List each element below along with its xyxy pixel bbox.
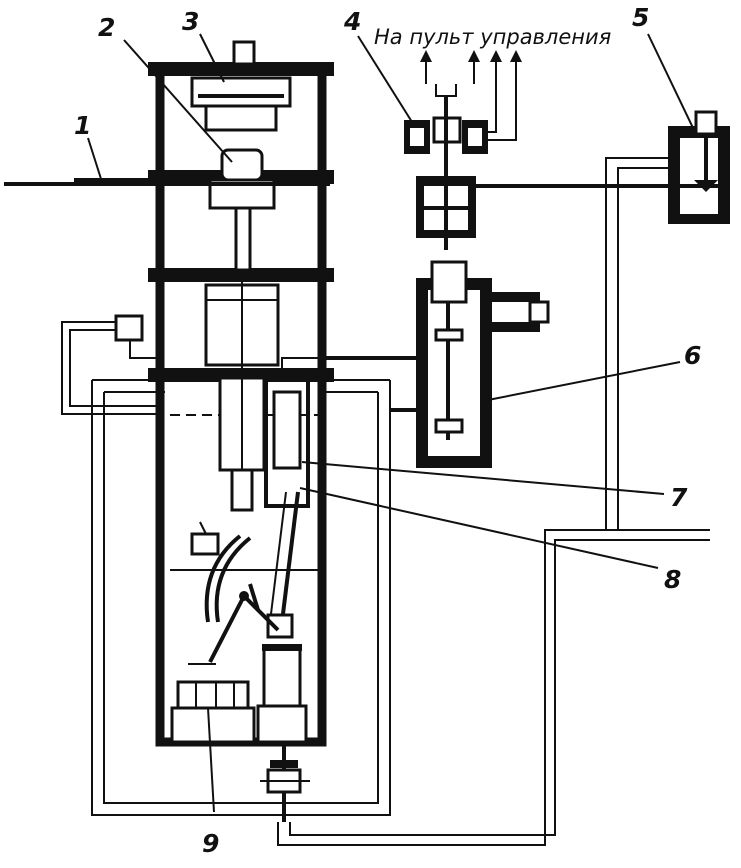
actuator-assembly: [281, 260, 550, 468]
left-sensor: [61, 314, 160, 415]
top-flange: [148, 62, 334, 76]
solenoid-valve: [404, 50, 522, 172]
leader-lines: [87, 33, 695, 813]
middle-cylinder: [204, 282, 280, 512]
bottom-valve: [260, 742, 310, 822]
label-3: 3: [182, 7, 199, 36]
control-panel-caption: На пульт управления: [374, 25, 611, 49]
label-9: 9: [202, 829, 219, 858]
outer-tank: [91, 379, 391, 816]
flange-3: [148, 268, 334, 282]
lever-mechanism: [188, 521, 280, 665]
bottom-components: [170, 644, 308, 744]
label-8: 8: [664, 565, 681, 594]
top-drive-unit: [190, 40, 292, 132]
label-7: 7: [670, 483, 688, 512]
return-pipe: [277, 157, 710, 846]
horizontal-rod: [4, 178, 330, 186]
side-vessel: [264, 372, 310, 639]
label-2: 2: [98, 13, 115, 42]
rotor-disk: [208, 148, 276, 272]
label-5: 5: [632, 3, 649, 32]
valve-box: [668, 110, 730, 224]
label-4: 4: [343, 7, 361, 36]
label-1: 1: [74, 111, 91, 140]
upper-cylinder: [416, 164, 680, 250]
label-6: 6: [684, 341, 701, 370]
